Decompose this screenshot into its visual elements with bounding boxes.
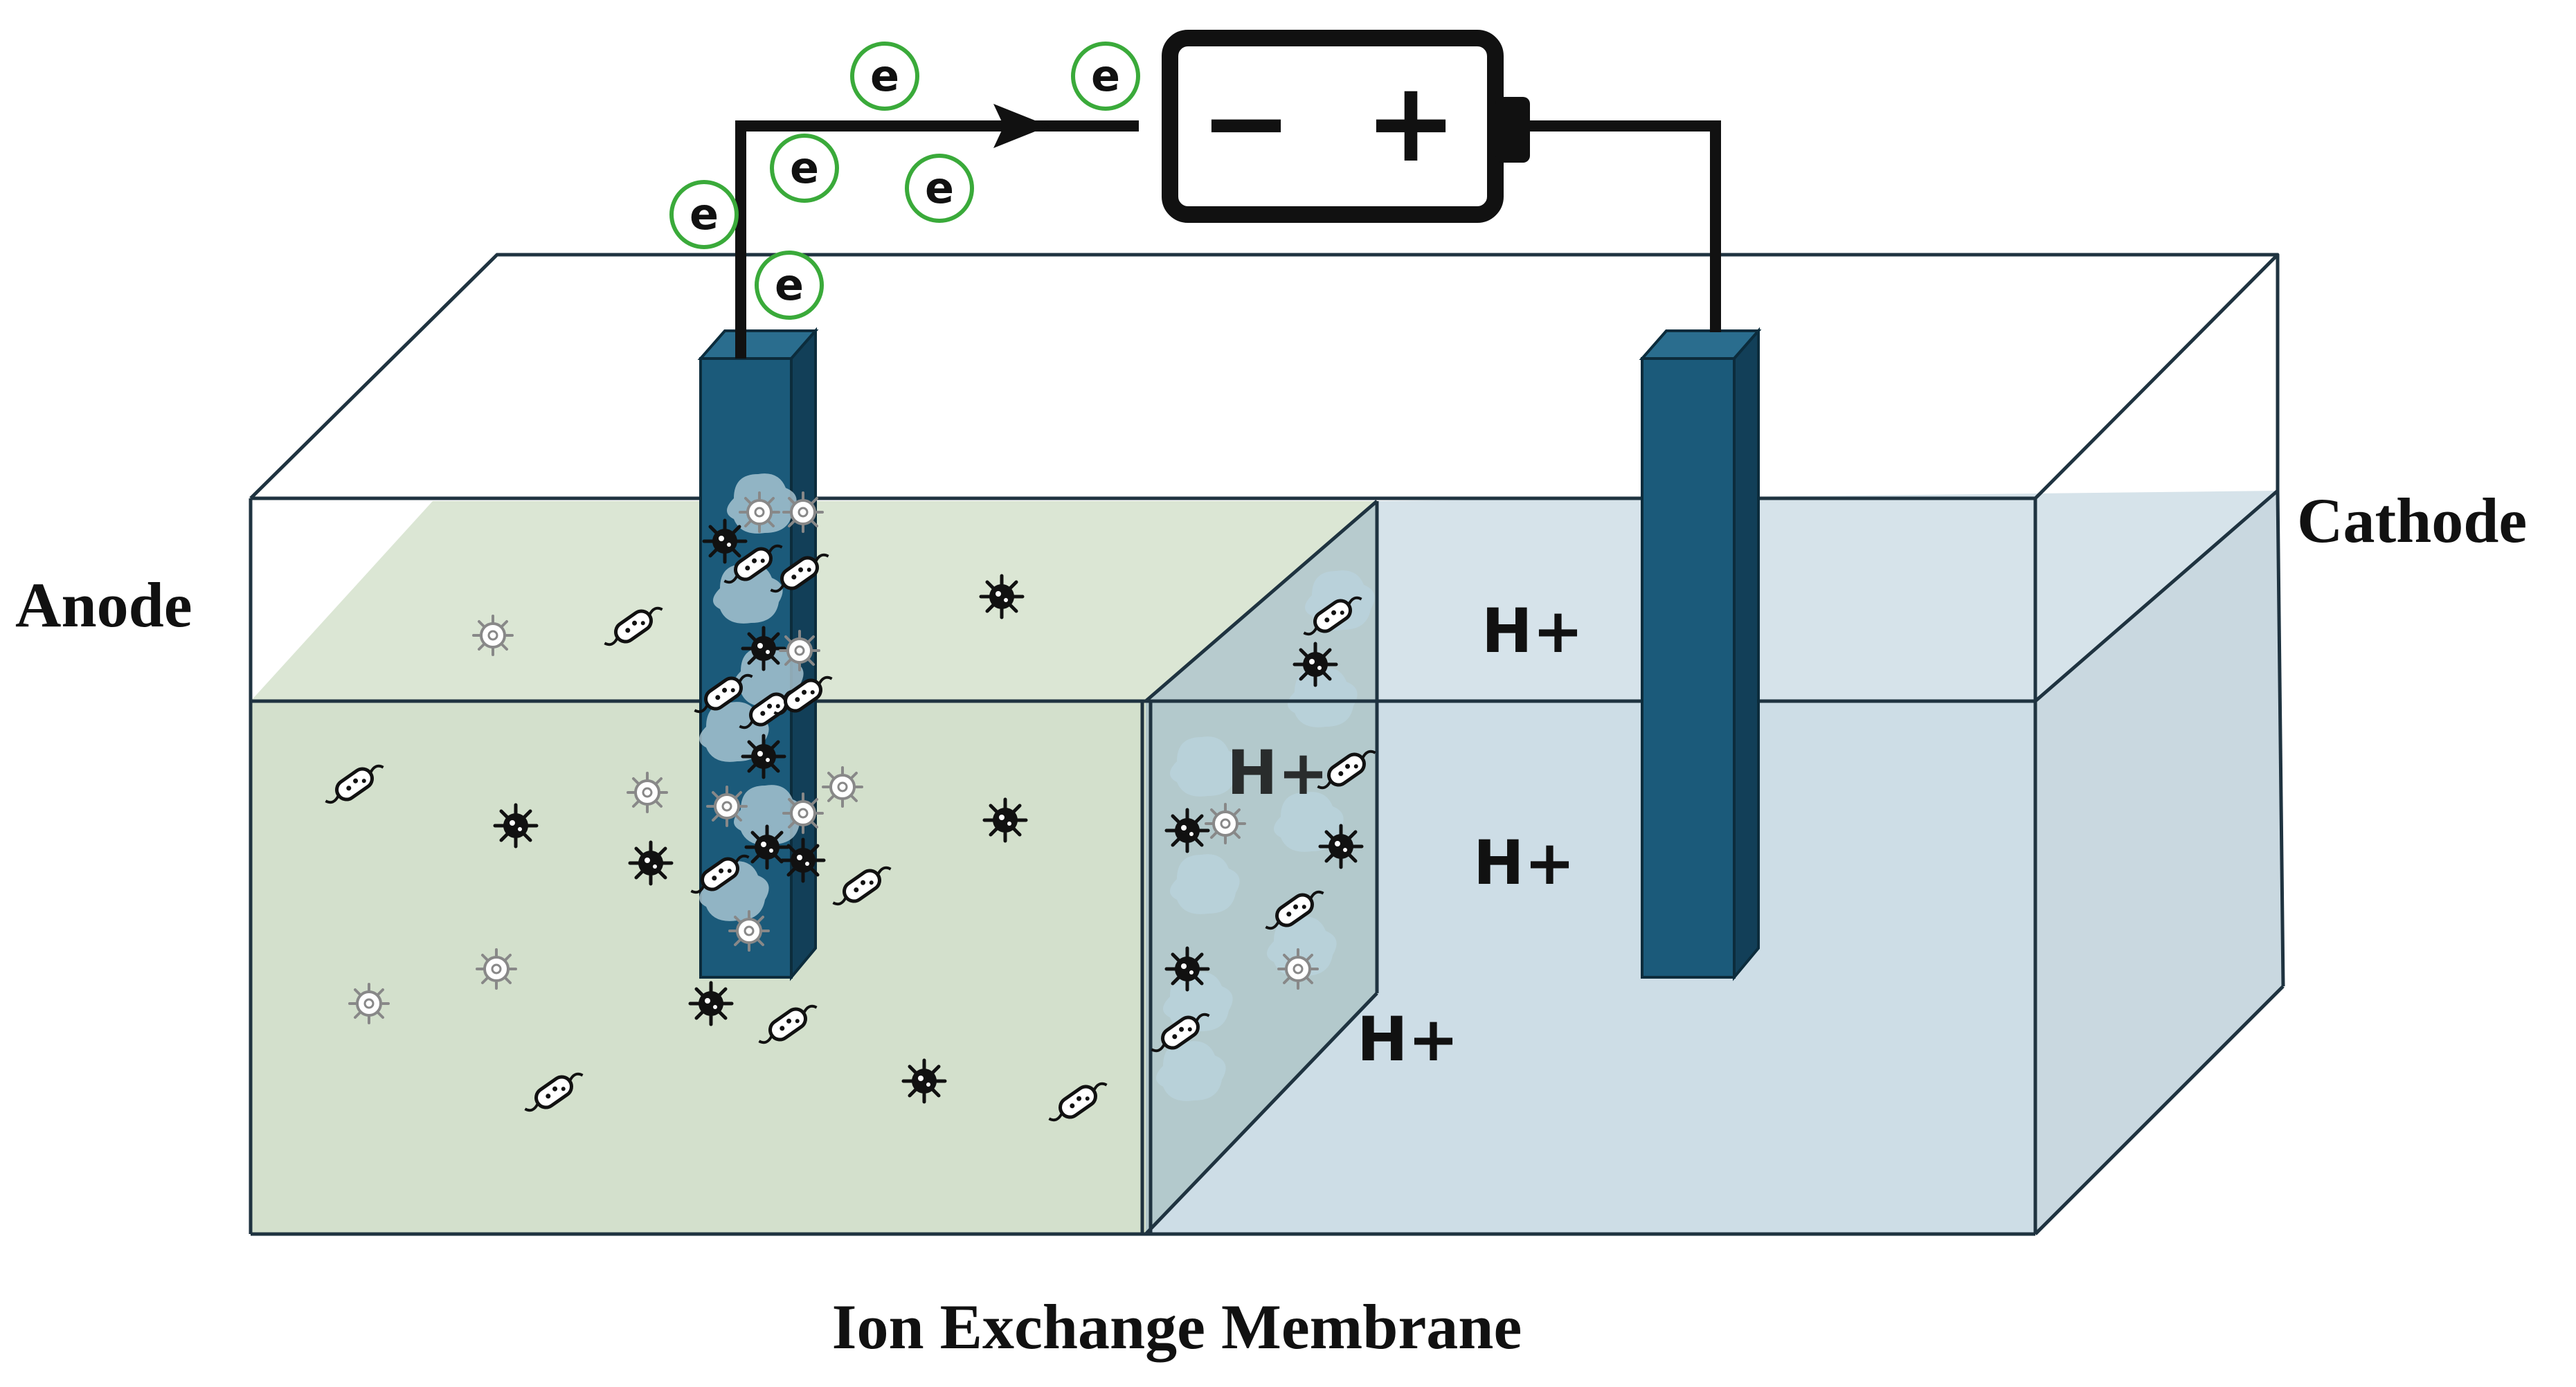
svg-text:e: e: [925, 163, 954, 213]
virus-outline-icon: [1205, 803, 1246, 844]
svg-text:e: e: [775, 260, 804, 310]
virus-outline-icon: [627, 772, 668, 813]
h-ion-label: H+: [1473, 827, 1575, 898]
hydrogen-ions: H+ H+ H+ H+: [1227, 595, 1583, 1075]
cathode-label: Cathode: [2297, 485, 2527, 556]
virus-outline-icon: [706, 786, 748, 827]
microbe-icon: [1295, 644, 1336, 685]
microbe-icon: [743, 628, 784, 669]
h-ion-label: H+: [1481, 595, 1583, 667]
anode-label: Anode: [15, 570, 192, 640]
svg-text:e: e: [690, 189, 719, 239]
virus-outline-icon: [782, 792, 824, 834]
virus-outline-icon: [476, 948, 517, 990]
microbe-icon: [984, 799, 1026, 841]
virus-outline-icon: [472, 615, 514, 656]
anode-solution-front: [251, 701, 1146, 1234]
svg-text:e: e: [870, 51, 899, 101]
microbe-icon: [1320, 826, 1362, 867]
electron-icon: e: [669, 180, 739, 249]
virus-outline-icon: [728, 910, 770, 952]
virus-outline-icon: [1277, 948, 1319, 990]
microbe-icon: [981, 576, 1023, 617]
electron-icon: e: [1071, 42, 1140, 111]
current-direction-arrow-icon: [993, 104, 1049, 148]
microbe-icon: [903, 1060, 945, 1102]
microbe-icon: [1167, 948, 1208, 990]
virus-outline-icon: [348, 983, 390, 1024]
electron-icon: e: [905, 154, 974, 223]
svg-text:e: e: [790, 143, 819, 193]
h-ion-label: H+: [1357, 1004, 1459, 1075]
virus-outline-icon: [779, 630, 820, 671]
membrane-label: Ion Exchange Membrane: [832, 1291, 1522, 1362]
microbe-icon: [495, 805, 537, 846]
virus-outline-icon: [782, 491, 824, 533]
microbe-icon: [1167, 810, 1208, 851]
svg-text:e: e: [1091, 51, 1120, 101]
electron-icon: e: [850, 42, 919, 111]
battery-positive-sign: +: [1364, 57, 1457, 187]
microbe-icon: [630, 842, 672, 884]
microbe-icon: [690, 983, 732, 1024]
electron-icon: e: [770, 134, 839, 203]
virus-outline-icon: [822, 766, 863, 808]
microbe-icon: [704, 520, 746, 562]
microbe-icon: [743, 736, 784, 777]
h-ion-label: H+: [1227, 737, 1328, 808]
electron-icon: e: [755, 251, 824, 320]
cathode-electrode: [1639, 327, 1762, 981]
virus-outline-icon: [739, 491, 780, 533]
battery-negative-sign: −: [1200, 57, 1292, 187]
microbe-icon: [782, 840, 824, 881]
battery-icon: − +: [1162, 30, 1530, 223]
electrons: e e e e e e: [669, 42, 1140, 320]
